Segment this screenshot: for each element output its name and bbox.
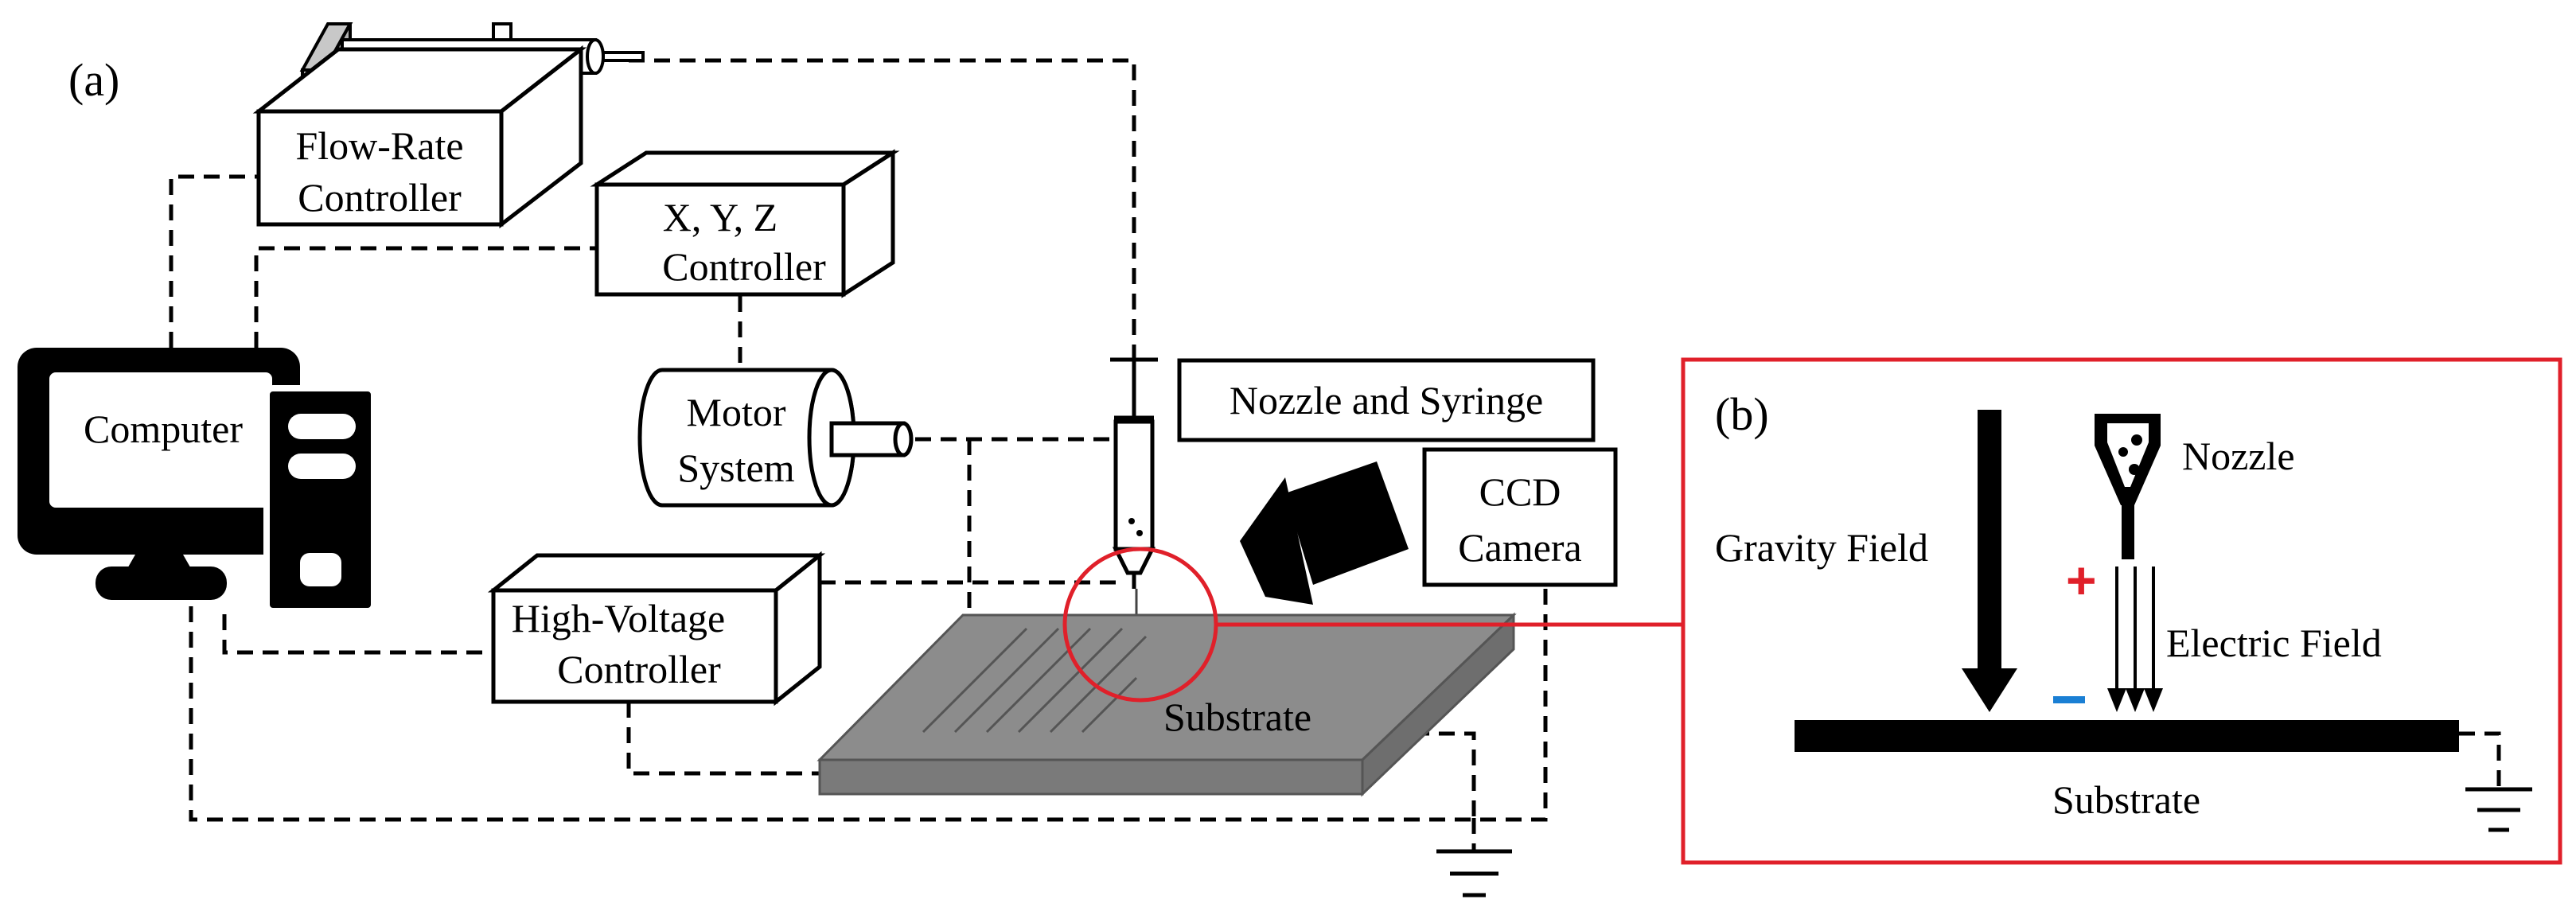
wire-computer-hv <box>222 614 493 655</box>
wire-hv-substrate <box>626 702 820 776</box>
wire-computer-ground-ccd <box>189 567 1548 822</box>
wire-syringe-to-nozzle <box>629 58 1136 360</box>
ground-icon <box>2465 787 2532 832</box>
hv-label-line2: Controller <box>557 647 721 691</box>
xyz-label-line1: X, Y, Z <box>663 195 777 239</box>
high-voltage-controller <box>487 551 826 707</box>
nozzle-icon <box>2095 414 2161 559</box>
hv-label-line1: High-Voltage <box>512 596 725 640</box>
gravity-arrow <box>1962 410 2017 712</box>
gravity-field-label: Gravity Field <box>1715 525 1928 570</box>
nozzle-droplet-dot <box>1136 530 1143 536</box>
printed-lines <box>922 627 1148 734</box>
wire-computer-xyz <box>254 246 597 348</box>
motor-label-line1: Motor <box>687 390 786 434</box>
nozzle-syringe-label: Nozzle and Syringe <box>1230 378 1543 422</box>
substrate-bar <box>1795 720 2459 752</box>
nozzle-syringe-box <box>1177 358 1596 442</box>
nozzle-droplet-dot <box>1128 518 1135 524</box>
wire-computer-flow <box>169 174 271 348</box>
ccd-camera-icon <box>1240 461 1409 605</box>
flow-rate-label-line2: Controller <box>298 175 462 220</box>
panel-b-frame <box>1681 357 2562 865</box>
electric-field-label: Electric Field <box>2166 621 2382 665</box>
ccd-camera-box <box>1422 447 1618 587</box>
substrate-label-b: Substrate <box>2052 777 2200 822</box>
ccd-label-line2: Camera <box>1458 525 1581 570</box>
xyz-label-line2: Controller <box>662 244 826 289</box>
substrate-label-a: Substrate <box>1163 695 1311 739</box>
motor-label-line2: System <box>677 446 794 490</box>
xyz-controller <box>590 149 900 298</box>
plus-sign: + <box>2066 551 2097 609</box>
computer-icon <box>18 348 377 614</box>
substrate-slab <box>816 612 1517 797</box>
minus-sign <box>2053 696 2085 703</box>
flow-rate-label-line1: Flow-Rate <box>295 123 463 168</box>
nozzle-label: Nozzle <box>2182 434 2295 478</box>
ground-icon <box>1436 849 1512 897</box>
electric-field-arrows <box>2107 567 2163 712</box>
computer-label: Computer <box>84 407 243 451</box>
panel-a-label: (a) <box>68 54 119 106</box>
flow-rate-controller <box>252 45 587 229</box>
panel-b-label: (b) <box>1715 388 1769 440</box>
nozzle-syringe-icon <box>1110 357 1158 660</box>
ccd-label-line1: CCD <box>1479 469 1561 514</box>
motor-system-icon <box>637 368 914 508</box>
wire-b-ground <box>2459 731 2501 788</box>
